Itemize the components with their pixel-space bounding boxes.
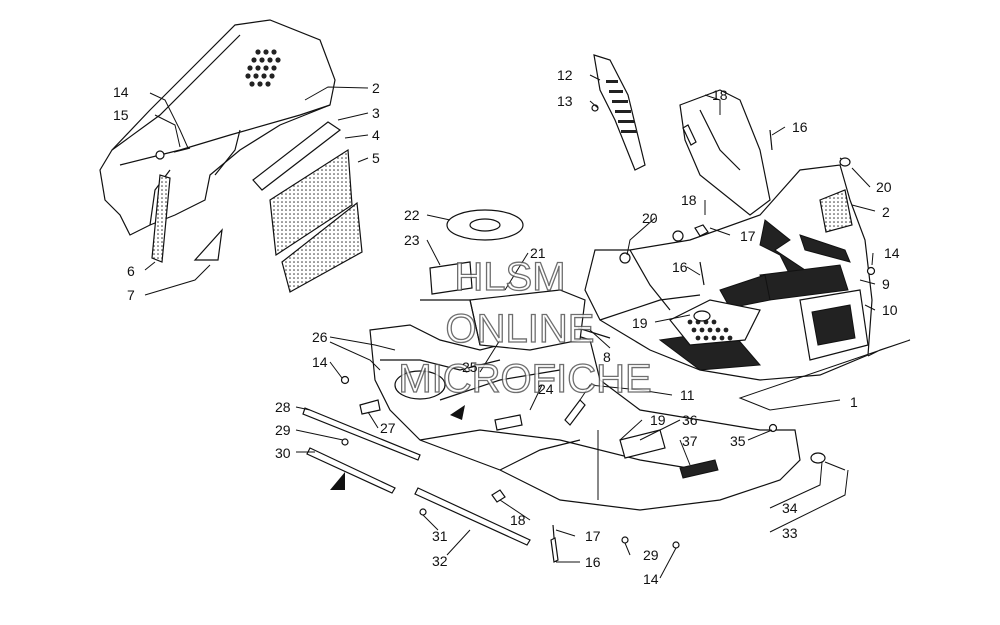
callout-14: 14 xyxy=(884,245,900,261)
warning-triangle-decal xyxy=(330,405,465,490)
rivet-fasteners xyxy=(340,104,876,563)
callout-34: 34 xyxy=(782,500,798,516)
decal-37-part xyxy=(679,459,719,479)
callout-17: 17 xyxy=(585,528,601,544)
callout-9: 9 xyxy=(882,276,890,292)
callout-14: 14 xyxy=(113,84,129,100)
side-screen-lower-part xyxy=(281,201,363,293)
callout-31: 31 xyxy=(432,528,448,544)
runner-strip-32-part xyxy=(414,487,531,546)
callout-8: 8 xyxy=(603,349,611,365)
fastener-14-top xyxy=(155,147,191,160)
callout-29: 29 xyxy=(275,422,291,438)
side-screen-upper-part xyxy=(269,148,353,257)
callout-36: 36 xyxy=(682,412,698,428)
callout-17: 17 xyxy=(740,228,756,244)
callout-16: 16 xyxy=(585,554,601,570)
hood-upper-panel-part xyxy=(679,89,771,216)
callout-37: 37 xyxy=(682,433,698,449)
callout-21: 21 xyxy=(530,245,546,261)
callout-16: 16 xyxy=(672,259,688,275)
inner-panel-part xyxy=(420,289,586,351)
hood-vent-part xyxy=(669,299,761,346)
callout-24: 24 xyxy=(538,381,554,397)
foam-strip-part xyxy=(252,121,342,191)
callout-20: 20 xyxy=(876,179,892,195)
callout-19: 19 xyxy=(650,412,666,428)
callout-16: 16 xyxy=(792,119,808,135)
callout-5: 5 xyxy=(372,150,380,166)
watermark-line-2: ONLINE xyxy=(446,307,595,351)
callout-20: 20 xyxy=(642,210,658,226)
callout-27: 27 xyxy=(380,420,396,436)
belly-pan-opening xyxy=(394,370,446,400)
small-bracket-parts xyxy=(359,399,586,431)
watermark: HLSM ONLINE MICROFICHE xyxy=(398,254,653,401)
callout-2: 2 xyxy=(882,204,890,220)
callout-18: 18 xyxy=(510,512,526,528)
runner-strip-30-part xyxy=(306,447,396,494)
callout-22: 22 xyxy=(404,207,420,223)
callout-13: 13 xyxy=(557,93,573,109)
callout-15: 15 xyxy=(113,107,129,123)
callout-32: 32 xyxy=(432,553,448,569)
callout-7: 7 xyxy=(127,287,135,303)
seal-ring-part xyxy=(446,209,524,241)
watermark-line-3: MICROFICHE xyxy=(398,357,651,401)
callout-23: 23 xyxy=(404,232,420,248)
callout-29: 29 xyxy=(643,547,659,563)
callout-19: 19 xyxy=(632,315,648,331)
callout-25: 25 xyxy=(462,359,478,375)
callout-10: 10 xyxy=(882,302,898,318)
callout-labels: 14 15 2 3 4 5 6 7 12 13 18 16 20 2 14 9 … xyxy=(113,67,900,587)
side-strip-part xyxy=(151,174,171,263)
decal-triangle-part xyxy=(193,228,223,261)
side-panel-part xyxy=(99,19,336,236)
callout-11: 11 xyxy=(680,387,695,403)
callout-30: 30 xyxy=(275,445,291,461)
callout-35: 35 xyxy=(730,433,746,449)
windshield-screen-part xyxy=(593,54,646,171)
callout-12: 12 xyxy=(557,67,573,83)
callout-6: 6 xyxy=(127,263,135,279)
callout-3: 3 xyxy=(372,105,380,121)
callout-1: 1 xyxy=(850,394,858,410)
callout-26: 26 xyxy=(312,329,328,345)
callout-2: 2 xyxy=(372,80,380,96)
runner-strip-28-part xyxy=(302,407,421,461)
callout-18: 18 xyxy=(681,192,697,208)
callout-14: 14 xyxy=(643,571,659,587)
callout-33: 33 xyxy=(782,525,798,541)
leader-lines xyxy=(144,74,911,579)
watermark-line-1: HLSM xyxy=(454,255,565,299)
decal-36-part xyxy=(619,429,666,459)
callout-14: 14 xyxy=(312,354,328,370)
callout-18: 18 xyxy=(712,87,728,103)
callout-28: 28 xyxy=(275,399,291,415)
hood-panel-part xyxy=(584,164,873,381)
bracket-23-part xyxy=(429,261,473,295)
callout-4: 4 xyxy=(372,127,380,143)
